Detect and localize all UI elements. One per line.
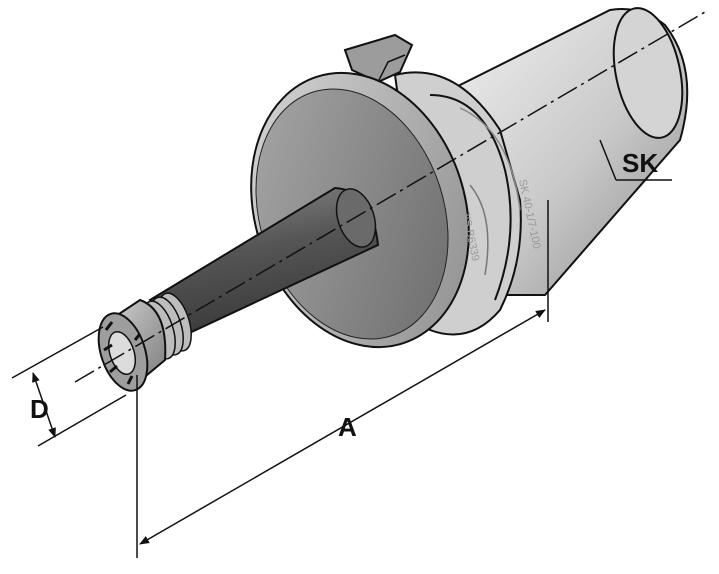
dimension-a: A <box>136 200 549 558</box>
dimension-label-d: D <box>30 394 49 424</box>
extension-line-d-top <box>11 326 104 379</box>
shank <box>148 186 380 337</box>
dimension-line-a <box>139 309 546 545</box>
dimension-line-d <box>32 372 56 438</box>
taper-label: SK <box>622 148 658 178</box>
collet-nut <box>97 298 167 392</box>
extension-line-d-bottom <box>37 394 127 447</box>
dimension-label-a: A <box>338 412 357 442</box>
taper-callout: SK <box>599 139 672 181</box>
drive-key <box>343 33 414 84</box>
taper-leader-line <box>599 139 617 181</box>
dimension-d: D <box>11 326 127 447</box>
